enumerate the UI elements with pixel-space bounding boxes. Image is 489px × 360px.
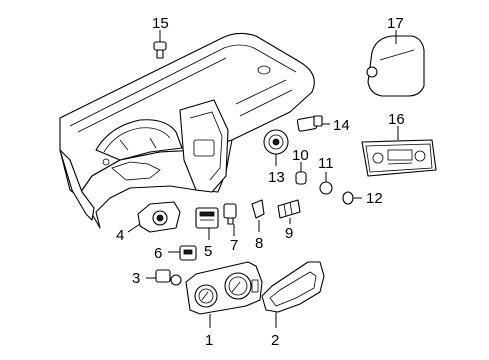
part-14-switch	[296, 115, 330, 132]
part-11-knob	[319, 172, 333, 195]
part-16-climate-control	[361, 126, 437, 177]
callout-3: 3	[132, 270, 140, 287]
callout-17: 17	[387, 15, 404, 32]
callout-4: 4	[116, 227, 124, 244]
callout-15: 15	[152, 15, 169, 32]
part-15-clip	[153, 30, 167, 59]
callout-6: 6	[154, 245, 162, 262]
part-5-switch-block	[195, 207, 219, 240]
callout-5: 5	[204, 243, 212, 260]
part-4-headlamp-switch	[127, 201, 181, 233]
part-12-button	[342, 191, 362, 205]
callout-10: 10	[292, 147, 309, 164]
part-6-switch	[168, 245, 197, 261]
callout-14: 14	[333, 117, 350, 134]
callout-11: 11	[318, 155, 334, 172]
part-9-switch-bank	[277, 199, 301, 224]
part-13-bezel	[263, 129, 289, 166]
callout-9: 9	[285, 225, 293, 242]
part-1-instrument-cluster	[185, 261, 263, 328]
callout-1: 1	[205, 332, 213, 349]
callout-12: 12	[366, 190, 383, 207]
callout-16: 16	[388, 111, 405, 128]
callout-13: 13	[268, 169, 285, 186]
leader-line-4	[127, 223, 141, 233]
callout-8: 8	[255, 235, 263, 252]
callout-2: 2	[271, 332, 279, 349]
part-17-airbag	[366, 30, 425, 97]
instrument-panel	[59, 32, 315, 229]
callout-7: 7	[230, 237, 238, 254]
part-3-connector	[146, 269, 182, 286]
part-2-cluster-lens	[261, 261, 325, 328]
part-7-switch	[223, 203, 237, 236]
part-10-knob	[295, 162, 307, 185]
part-8-switch	[251, 199, 265, 232]
